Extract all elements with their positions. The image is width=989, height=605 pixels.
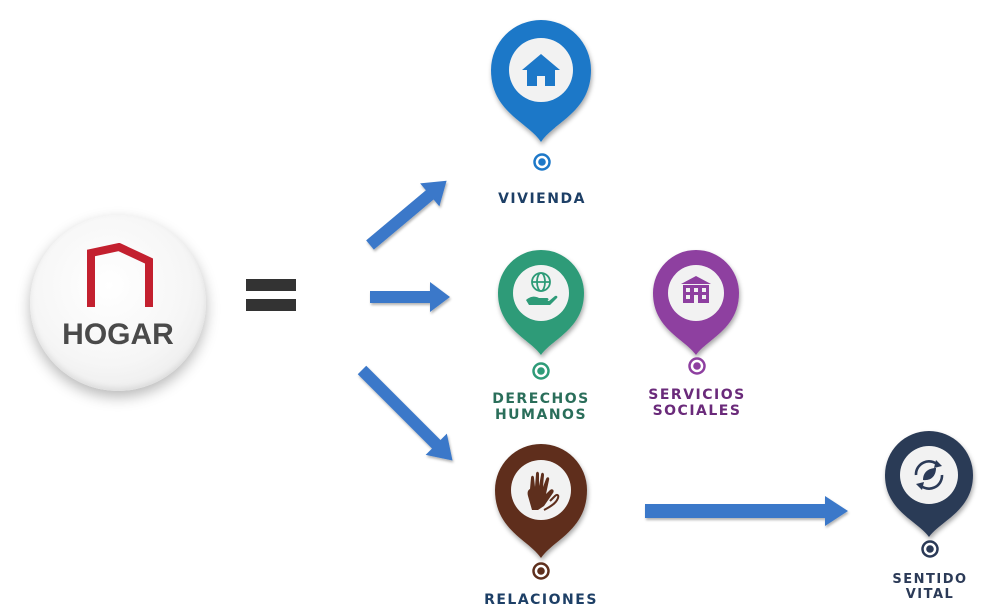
hogar-label: HOGAR: [62, 318, 174, 351]
servicios-sociales-pin: [653, 249, 739, 355]
vivienda-label-line: VIVIENDA: [498, 191, 586, 207]
vivienda-label: VIVIENDA: [470, 191, 614, 207]
arrow-to-vivienda: [366, 180, 447, 250]
vivienda-dot: [533, 153, 551, 171]
house-icon: [522, 54, 560, 86]
hogar-circle: HOGAR: [30, 215, 206, 391]
servicios-sociales-label: SERVICIOS SOCIALES: [626, 387, 768, 419]
derechos-humanos-label-line-2: HUMANOS: [494, 407, 588, 423]
servicios-sociales-label-line-1: SERVICIOS: [648, 387, 746, 403]
derechos-humanos-label: DERECHOS HUMANOS: [470, 391, 612, 423]
sentido-vital-label: SENTIDO VITAL: [866, 572, 989, 602]
relaciones-label-line: RELACIONES: [484, 592, 598, 605]
servicios-sociales-label-line-2: SOCIALES: [652, 403, 742, 419]
sentido-vital-label-line-1: SENTIDO: [892, 572, 968, 587]
recycle-leaf-icon: [914, 460, 944, 490]
equals-bar-top: [246, 279, 296, 291]
house-outline-icon: [87, 243, 153, 307]
equals-bar-bottom: [246, 299, 296, 311]
globe-hand-icon: [526, 272, 558, 305]
hands-icon: [527, 471, 560, 511]
arrow-to-relaciones: [357, 365, 453, 461]
arrow-to-derechos-humanos: [370, 282, 450, 312]
building-icon: [681, 276, 711, 303]
relaciones-dot: [532, 562, 550, 580]
relaciones-label: RELACIONES: [466, 592, 616, 605]
derechos-humanos-dot: [532, 362, 550, 380]
derechos-humanos-label-line-1: DERECHOS: [492, 391, 590, 407]
servicios-sociales-dot: [688, 357, 706, 375]
arrow-to-sentido-vital: [645, 496, 848, 526]
sentido-vital-label-line-2: VITAL: [905, 587, 955, 602]
sentido-vital-dot: [921, 540, 939, 558]
